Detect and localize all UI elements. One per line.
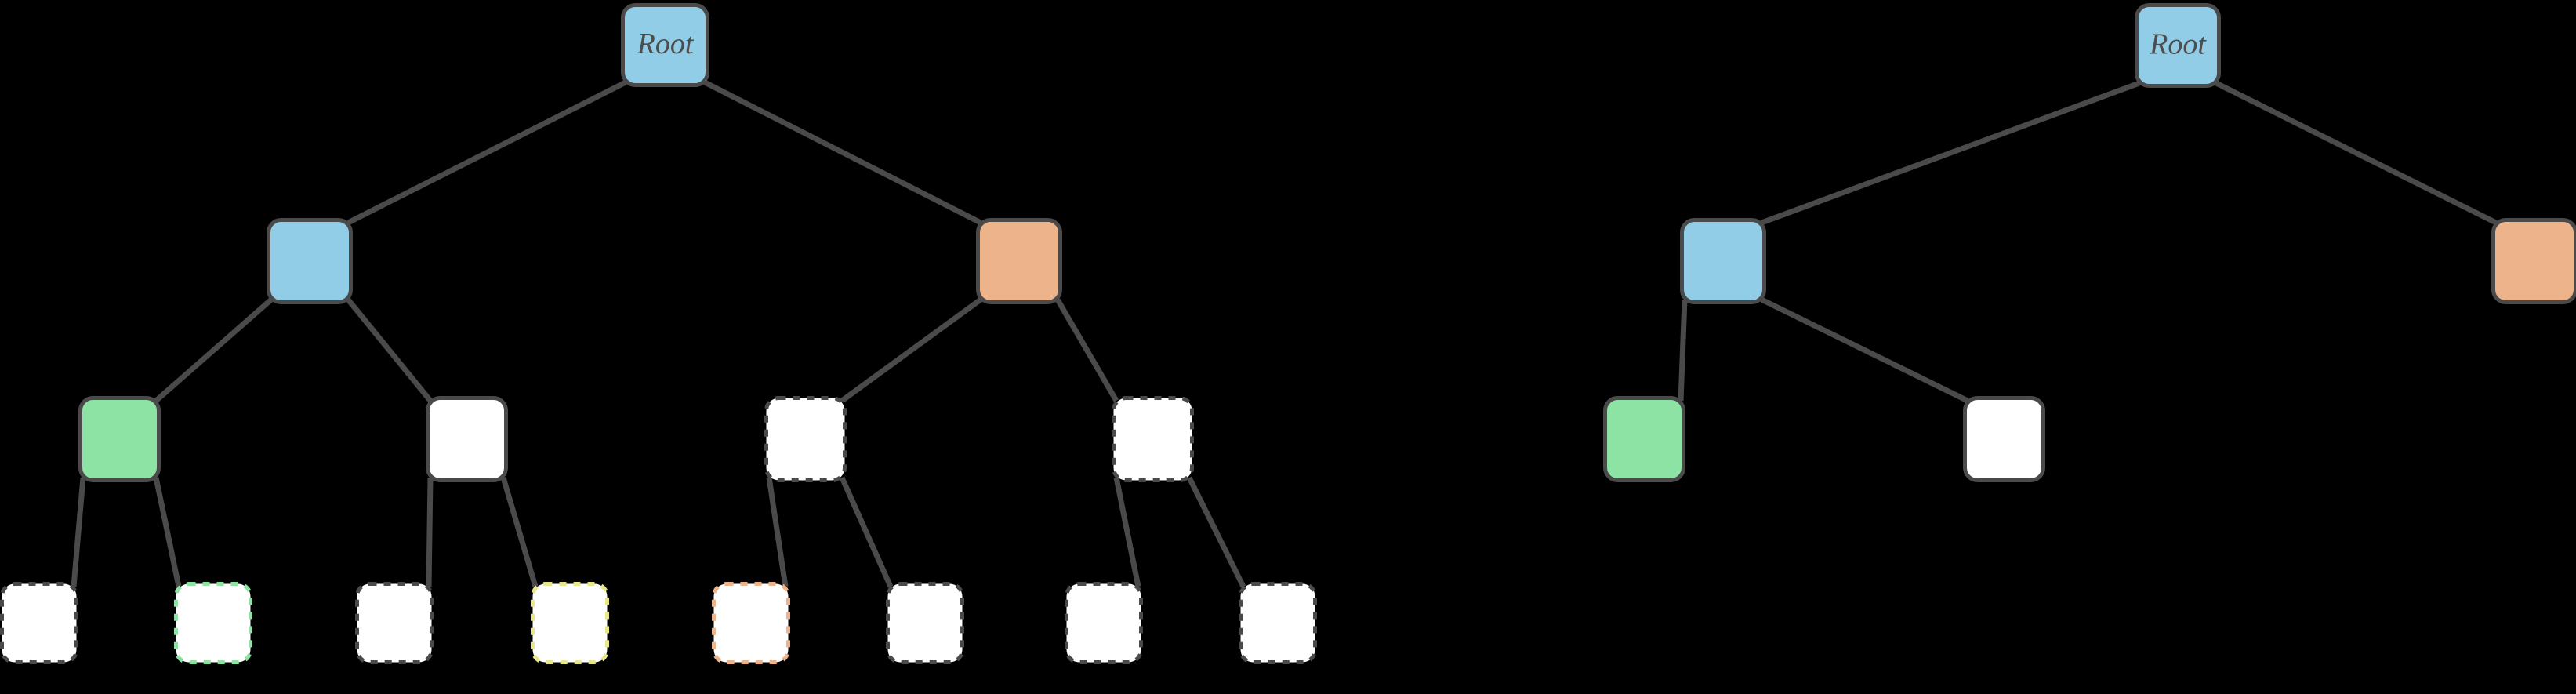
tree-edge bbox=[1760, 296, 1969, 404]
node-box[interactable] bbox=[712, 582, 790, 664]
tree-node[interactable] bbox=[78, 396, 161, 482]
tree-node[interactable] bbox=[174, 582, 252, 664]
node-box[interactable] bbox=[1680, 218, 1766, 304]
tree-node[interactable] bbox=[531, 582, 609, 664]
tree-node[interactable] bbox=[1963, 396, 2045, 482]
tree-edge bbox=[154, 297, 274, 403]
node-box[interactable] bbox=[1963, 396, 2045, 482]
tree-node[interactable] bbox=[976, 218, 1062, 304]
tree-node[interactable] bbox=[1680, 218, 1766, 304]
node-box[interactable] bbox=[2135, 3, 2221, 88]
tree-node[interactable] bbox=[2491, 218, 2576, 304]
node-box[interactable] bbox=[976, 218, 1062, 304]
tree-edge bbox=[1113, 477, 1141, 587]
tree-node[interactable] bbox=[886, 582, 964, 664]
tree-edge bbox=[1678, 299, 1688, 402]
tree-edge bbox=[426, 477, 434, 587]
tree-edge bbox=[1186, 476, 1246, 588]
node-box[interactable] bbox=[886, 582, 964, 664]
tree-node[interactable] bbox=[267, 218, 353, 304]
node-label: Root bbox=[2149, 28, 2207, 61]
tree-node[interactable] bbox=[712, 582, 790, 664]
node-box[interactable] bbox=[355, 582, 434, 664]
node-box[interactable] bbox=[267, 218, 353, 304]
node-box[interactable] bbox=[764, 396, 847, 482]
tree-edge bbox=[71, 477, 86, 587]
node-label: Root bbox=[637, 27, 695, 60]
nodes-group: Root Root bbox=[0, 3, 2576, 664]
tree-edge bbox=[500, 477, 539, 587]
tree-edge bbox=[703, 79, 982, 226]
tree-edge bbox=[346, 297, 433, 403]
node-box[interactable] bbox=[174, 582, 252, 664]
tree-node[interactable] bbox=[1065, 582, 1143, 664]
tree-edge bbox=[346, 79, 627, 226]
node-box[interactable] bbox=[0, 582, 78, 664]
tree-node[interactable]: Root bbox=[2135, 3, 2221, 88]
tree-node[interactable] bbox=[426, 396, 508, 482]
tree-node[interactable] bbox=[0, 582, 78, 664]
tree-edge bbox=[153, 477, 182, 587]
node-box[interactable] bbox=[1239, 582, 1317, 664]
tree-edge bbox=[2215, 80, 2498, 226]
edges-group bbox=[71, 79, 2498, 588]
node-box[interactable] bbox=[621, 3, 709, 87]
tree-edge bbox=[766, 477, 789, 587]
tree-edge bbox=[1054, 298, 1119, 402]
tree-edge bbox=[840, 297, 983, 403]
tree-edge bbox=[1760, 80, 2141, 226]
tree-node[interactable] bbox=[1112, 396, 1194, 482]
tree-node[interactable] bbox=[355, 582, 434, 664]
node-box[interactable] bbox=[2491, 218, 2576, 304]
tree-node[interactable] bbox=[764, 396, 847, 482]
node-box[interactable] bbox=[1603, 396, 1685, 482]
tree-node[interactable] bbox=[1239, 582, 1317, 664]
tree-node[interactable] bbox=[1603, 396, 1685, 482]
tree-node[interactable]: Root bbox=[621, 3, 709, 87]
node-box[interactable] bbox=[1065, 582, 1143, 664]
node-box[interactable] bbox=[531, 582, 609, 664]
node-box[interactable] bbox=[426, 396, 508, 482]
node-box[interactable] bbox=[1112, 396, 1194, 482]
node-box[interactable] bbox=[78, 396, 161, 482]
tree-edge bbox=[839, 476, 894, 588]
